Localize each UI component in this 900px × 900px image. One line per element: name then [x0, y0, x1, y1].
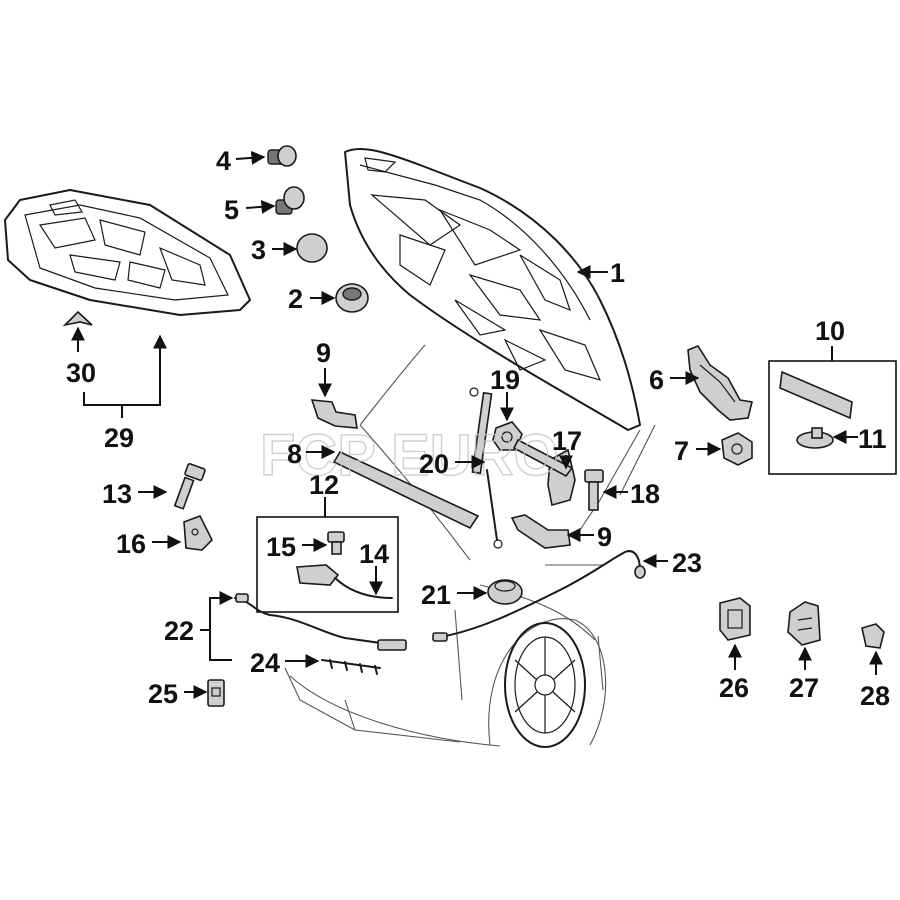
callout-25: 25: [148, 679, 178, 709]
latch-bracket-26: [719, 597, 751, 641]
callout-19: 19: [490, 365, 520, 395]
plug-3: [296, 233, 328, 263]
callout-10: 10: [815, 316, 845, 346]
callout-15: 15: [266, 532, 296, 562]
callout-11: 11: [858, 424, 887, 454]
callout-8: 8: [287, 439, 302, 469]
hinge-lower-9: [510, 514, 571, 549]
release-cable-22: [234, 593, 407, 651]
sensor-14: [296, 564, 393, 599]
bolt-15: [327, 531, 345, 555]
hood-latch-6: [687, 345, 753, 421]
callout-24: 24: [250, 648, 280, 678]
weatherstrip-10: [779, 370, 853, 420]
clip-strip-24: [321, 659, 381, 675]
leader-lines: [71, 150, 883, 699]
hood-insulator-pad: [4, 189, 251, 316]
cap-21: [487, 579, 523, 605]
hood-panel: [344, 147, 641, 431]
callout-6: 6: [649, 365, 664, 395]
callout-labels: 1 2 3 4 5 6 7 8 9 9 10 11 12 13 14 15 16…: [66, 146, 890, 711]
callout-12: 12: [309, 470, 339, 500]
callout-3: 3: [251, 235, 266, 265]
callout-14: 14: [359, 539, 389, 569]
callout-23: 23: [672, 548, 702, 578]
callout-5: 5: [224, 195, 239, 225]
front-wheel: [488, 618, 607, 748]
release-cable-23: [432, 550, 646, 642]
bolt-18: [584, 469, 604, 511]
clip-28: [861, 623, 885, 649]
grommet-2: [335, 283, 369, 313]
clip-30: [62, 310, 93, 327]
callout-1: 1: [610, 258, 625, 288]
callout-16: 16: [116, 529, 146, 559]
hinge-upper-9: [310, 399, 358, 429]
callout-9-upper: 9: [316, 338, 331, 368]
callout-13: 13: [102, 479, 132, 509]
callout-30: 30: [66, 358, 96, 388]
callout-9-lower: 9: [597, 522, 612, 552]
callout-17: 17: [552, 426, 582, 456]
callout-21: 21: [421, 580, 451, 610]
callout-29: 29: [104, 423, 134, 453]
bumper-stop-4: [267, 145, 297, 167]
clip-25: [207, 679, 225, 707]
callout-4: 4: [216, 146, 231, 176]
callout-26: 26: [719, 673, 749, 703]
group-box-12: [256, 516, 399, 613]
callout-20: 20: [419, 449, 449, 479]
strut-arm-17: [512, 438, 574, 478]
callout-18: 18: [630, 479, 660, 509]
bumper-stop-5: [275, 186, 305, 215]
watermark: FCP EURO: [260, 423, 559, 488]
callout-28: 28: [860, 681, 890, 711]
callout-22: 22: [164, 616, 194, 646]
bracket-16: [183, 514, 213, 551]
nut-7: [721, 432, 753, 466]
bolt-13: [173, 463, 206, 510]
callout-2: 2: [288, 284, 303, 314]
nut-19: [492, 421, 523, 451]
callout-27: 27: [789, 673, 819, 703]
latch-cover-27: [787, 601, 821, 646]
seal-strip-8: [332, 450, 480, 530]
clip-11: [796, 427, 834, 449]
hood-strut-20: [469, 387, 503, 549]
callout-7: 7: [674, 436, 689, 466]
